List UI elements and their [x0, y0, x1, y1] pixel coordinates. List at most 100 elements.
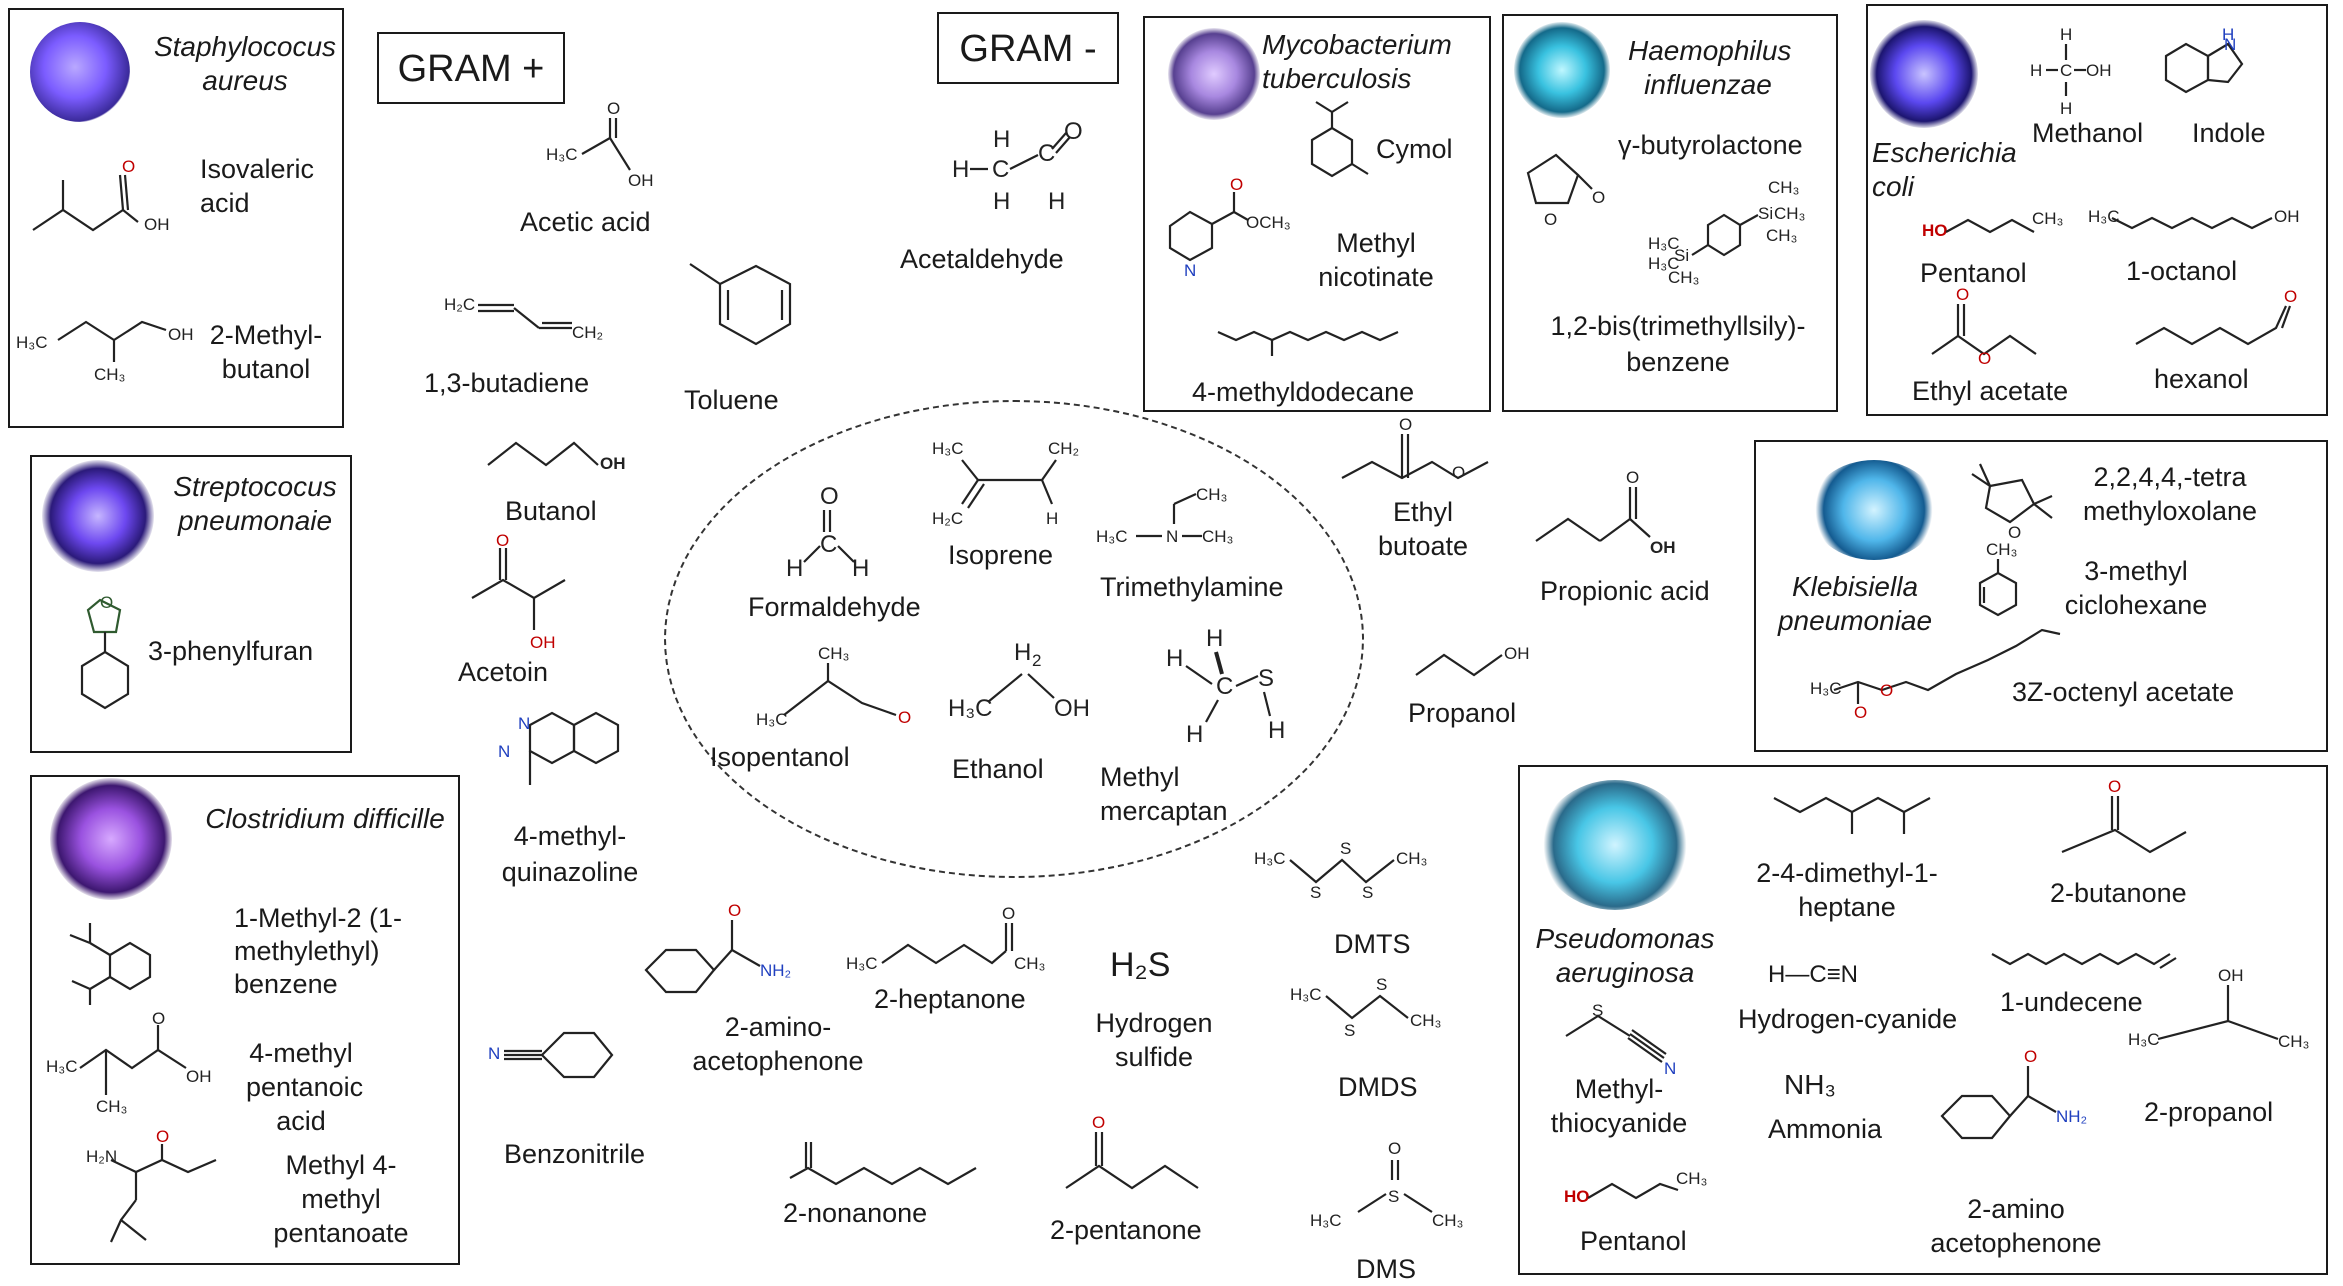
- svg-text:C: C: [992, 156, 1009, 183]
- svg-text:O: O: [728, 901, 741, 920]
- svg-text:OH: OH: [628, 171, 654, 190]
- ethyl-butoate-label: Ethyl butoate: [1377, 497, 1469, 561]
- svg-text:O: O: [1854, 703, 1867, 722]
- haemophilus-label: Haemophilus influenzae: [1628, 35, 1792, 100]
- svg-text:OH: OH: [186, 1067, 212, 1086]
- propanol-structure: OH: [1415, 644, 1530, 677]
- hcn-formula: H—C≡N: [1768, 961, 1858, 988]
- svg-text:O: O: [1880, 681, 1893, 700]
- benzonitrile-label: Benzonitrile: [504, 1139, 646, 1169]
- svg-text:H₃C: H₃C: [2088, 207, 2119, 226]
- tetramethyloxolane-label: 2,2,4,4,-tetra methyloxolane: [2082, 462, 2258, 526]
- staphylococcus-label: Staphylococus aureus: [153, 31, 337, 96]
- svg-text:O: O: [898, 708, 911, 727]
- hexanol-structure: O: [2135, 287, 2297, 346]
- toluene-structure: [689, 263, 792, 346]
- h2s-label: Hydrogen sulfide: [1095, 1008, 1213, 1072]
- propanol-label: Propanol: [1408, 698, 1517, 728]
- ethanol-label: Ethanol: [952, 754, 1044, 784]
- svg-text:H: H: [786, 555, 803, 582]
- svg-text:O: O: [2284, 287, 2297, 306]
- svg-text:S: S: [1344, 1021, 1355, 1040]
- butanone-structure: O: [2061, 777, 2187, 854]
- methyl-mercaptan-label: Methyl mercaptan: [1100, 762, 1228, 826]
- acetoin-label: Acetoin: [458, 657, 549, 687]
- dmds-label: DMDS: [1338, 1072, 1418, 1102]
- dimethylheptane-label: 2-4-dimethyl-1-heptane: [1756, 858, 1938, 922]
- methylciclohexane-structure: CH₃: [1978, 540, 2017, 617]
- svg-text:CH₃: CH₃: [1410, 1011, 1441, 1030]
- formaldehyde-label: Formaldehyde: [748, 592, 921, 622]
- svg-text:S: S: [1592, 1001, 1603, 1020]
- svg-text:CH₃: CH₃: [1774, 204, 1805, 223]
- svg-text:H₃C: H₃C: [1648, 254, 1679, 273]
- svg-text:H: H: [2222, 25, 2234, 44]
- svg-text:CH₃: CH₃: [1014, 954, 1045, 973]
- dimethylheptane-structure: [1773, 796, 1931, 834]
- ecoli-label: Escherichia coli: [1872, 137, 2017, 202]
- svg-text:C: C: [820, 531, 837, 558]
- heptanone-label: 2-heptanone: [874, 984, 1026, 1014]
- hcn-label: Hydrogen-cyanide: [1738, 1004, 1958, 1034]
- butyrolactone-label: γ-butyrolactone: [1618, 130, 1803, 160]
- svg-text:CH₃: CH₃: [96, 1097, 127, 1116]
- svg-text:H: H: [1014, 639, 1031, 666]
- ethyl-acetate-label: Ethyl acetate: [1912, 376, 2069, 406]
- trimethylamine-label: Trimethylamine: [1100, 572, 1284, 602]
- phenylfuran-structure: O: [80, 593, 130, 710]
- methylciclohexane-label: 3-methyl ciclohexane: [2064, 556, 2208, 620]
- ammonia-label: Ammonia: [1768, 1114, 1883, 1144]
- svg-text:CH₃: CH₃: [1676, 1169, 1707, 1188]
- ecoli-icon: [1870, 20, 1978, 128]
- methylthiocyanide-label: Methyl-thiocyanide: [1550, 1074, 1688, 1138]
- aminoacetophenone2-label: 2-amino acetophenone: [1930, 1194, 2102, 1258]
- svg-text:O: O: [1956, 285, 1969, 304]
- dms-label: DMS: [1356, 1254, 1416, 1284]
- svg-text:CH₃: CH₃: [2278, 1032, 2309, 1051]
- svg-text:CH₃: CH₃: [1768, 178, 1799, 197]
- svg-text:O: O: [607, 99, 620, 118]
- methyl-mercaptan-structure: HHC H SH: [1166, 625, 1285, 748]
- svg-text:CH₃: CH₃: [1668, 268, 1699, 287]
- methyldodecane-label: 4-methyldodecane: [1192, 377, 1415, 407]
- svg-text:H: H: [1206, 625, 1223, 652]
- methyl-nicotinate-label: Methyl nicotinate: [1318, 228, 1434, 292]
- svg-text:H₃C: H₃C: [756, 710, 787, 729]
- gram-positive-header: GRAM +: [377, 32, 565, 104]
- svg-text:O: O: [1092, 1113, 1105, 1132]
- bistms-label: 1,2-bis(trimethyllsily)-benzene: [1550, 311, 1806, 377]
- staphylococcus-icon: [30, 22, 130, 122]
- methylbutanol-label: 2-Methyl-butanol: [209, 320, 323, 384]
- svg-text:OH: OH: [144, 215, 170, 234]
- svg-text:CH₃: CH₃: [1432, 1211, 1463, 1230]
- svg-text:H₃C: H₃C: [846, 954, 877, 973]
- svg-text:N: N: [518, 714, 530, 733]
- isoprene-label: Isoprene: [948, 540, 1054, 570]
- svg-text:OH: OH: [168, 325, 194, 344]
- butyrolactone-structure: OO: [1526, 153, 1605, 229]
- indole-label: Indole: [2192, 118, 2266, 148]
- svg-text:O: O: [496, 531, 509, 550]
- pentanol-label: Pentanol: [1920, 258, 2027, 288]
- butanol-structure: OH: [487, 441, 626, 473]
- octenylacetate-label: 3Z-octenyl acetate: [2012, 677, 2235, 707]
- svg-text:H: H: [852, 555, 869, 582]
- svg-text:CH₃: CH₃: [2032, 209, 2063, 228]
- svg-text:OCH₃: OCH₃: [1246, 213, 1291, 232]
- streptococcus-label: Streptococus pneumonaie: [173, 471, 337, 536]
- klebsiella-icon: [1810, 460, 1938, 560]
- svg-text:O: O: [2024, 1047, 2037, 1066]
- clostridium-icon: [50, 778, 172, 900]
- h2s-formula: H₂S: [1110, 946, 1171, 984]
- svg-text:C: C: [1216, 673, 1233, 700]
